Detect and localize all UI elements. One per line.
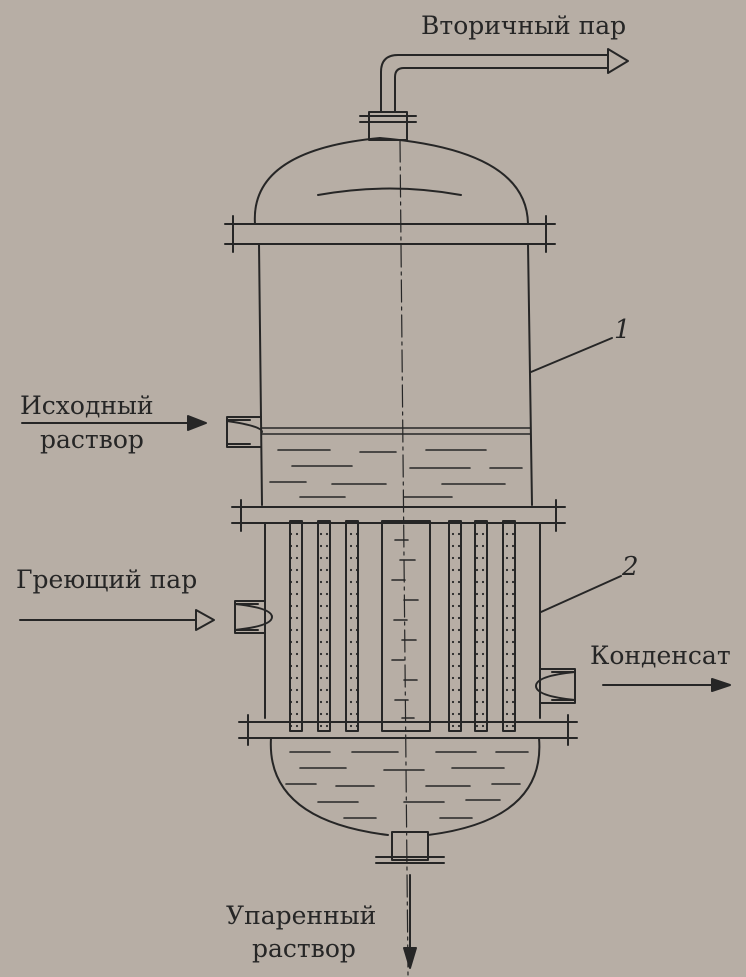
evaporated-solution-arrow	[403, 874, 417, 969]
heating-chamber-shell	[264, 522, 541, 719]
bottom-dome	[269, 737, 541, 836]
secondary-steam-label: Вторичный пар	[421, 11, 627, 40]
secondary-steam-pipe	[380, 48, 629, 113]
central-circulation-tube	[381, 520, 431, 732]
callout-2-label: 2	[622, 552, 639, 582]
callout-1-label: 1	[614, 315, 631, 345]
lower-liquid	[285, 751, 529, 819]
heating-steam-nozzle	[234, 600, 273, 634]
callout-2-leader	[540, 575, 622, 613]
center-axis	[399, 139, 409, 976]
condensate-arrow	[602, 678, 731, 692]
top-dome	[253, 137, 529, 225]
feed-solution-label-line1: Исходный	[20, 391, 154, 420]
evaporated-solution-label-line1: Упаренный	[226, 901, 377, 930]
condensate-label: Конденсат	[590, 641, 731, 670]
upper-liquid	[261, 427, 531, 498]
callout-1-leader	[530, 337, 613, 373]
separator-shell	[258, 243, 533, 506]
upper-flange	[224, 215, 556, 253]
feed-arrow	[21, 415, 207, 431]
feed-solution-label-line2: раствор	[40, 425, 144, 454]
lower-tube-sheet	[238, 714, 578, 746]
feed-inlet-nozzle	[226, 416, 263, 448]
heating-steam-arrow	[19, 609, 215, 631]
top-nozzle	[359, 111, 417, 141]
condensate-nozzle	[535, 668, 576, 704]
bottom-nozzle	[375, 831, 445, 864]
evaporated-solution-label-line2: раствор	[252, 934, 356, 963]
heating-steam-label: Греющий пар	[16, 565, 198, 594]
boiling-tubes	[289, 520, 516, 732]
